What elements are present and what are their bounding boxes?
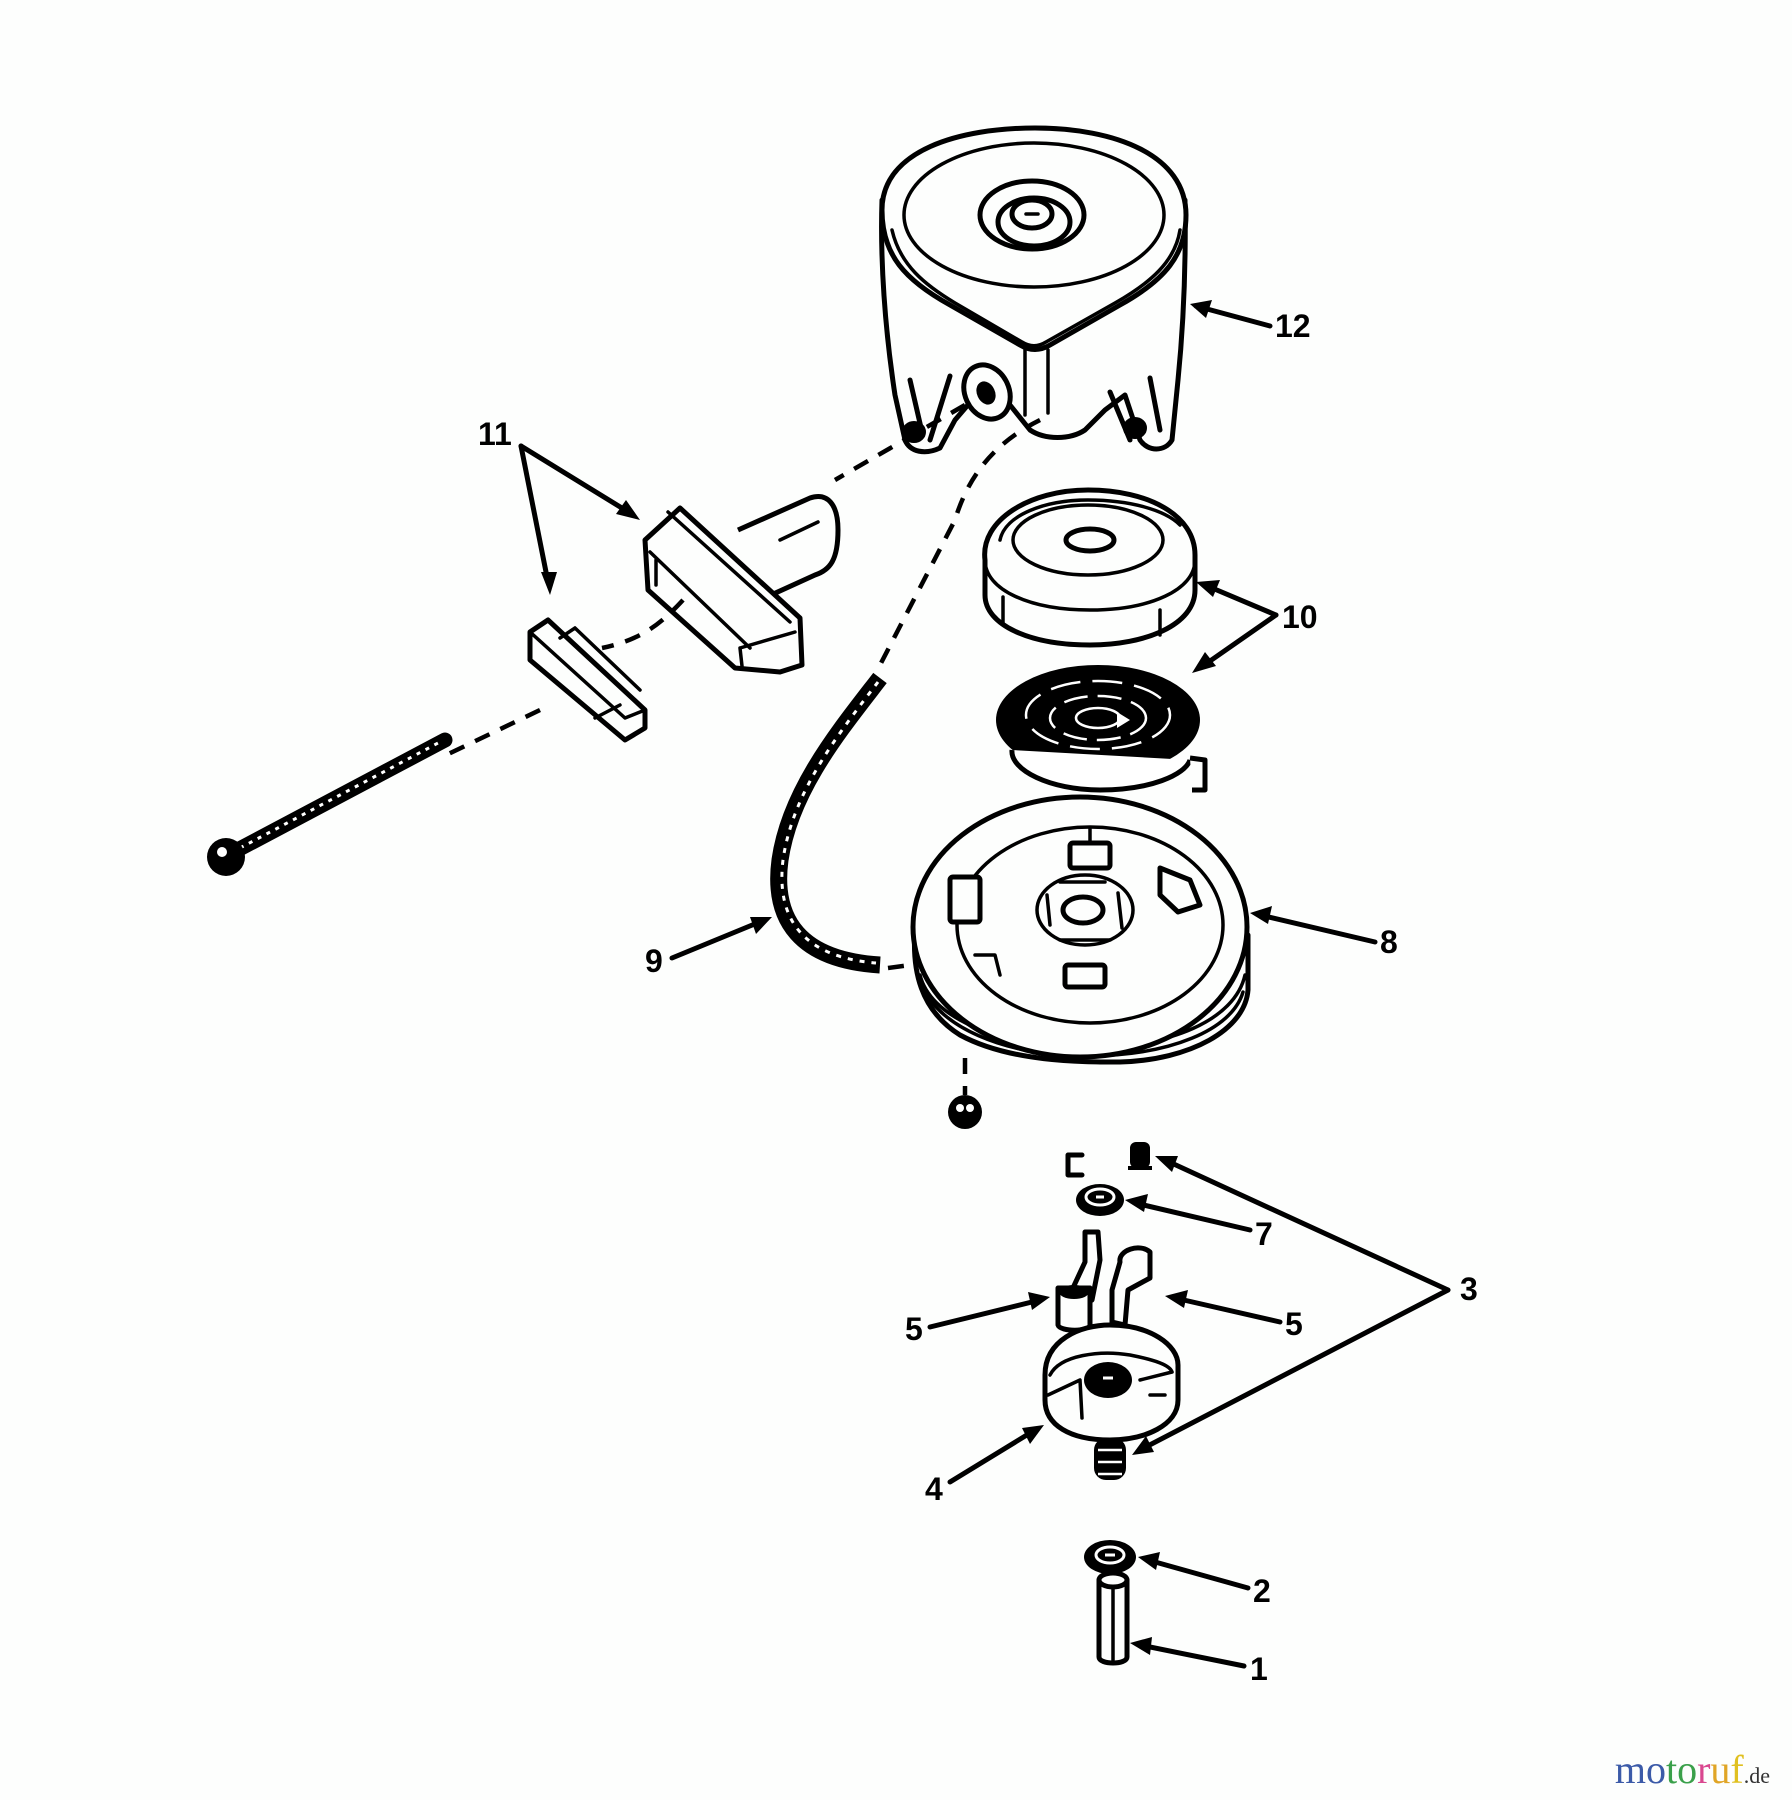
callout-9: 9 — [645, 917, 772, 979]
callout-label-9: 9 — [645, 943, 663, 979]
pin-part-1 — [1096, 1570, 1130, 1666]
watermark-letter: r — [1697, 1747, 1711, 1792]
assembly-guide-line — [887, 962, 911, 971]
assembly-guide-line — [439, 707, 541, 761]
callout-7: 7 — [1125, 1194, 1273, 1252]
washer-part-7 — [1076, 1184, 1124, 1216]
spring-part-3-bottom — [1094, 1438, 1126, 1480]
pawl-right-part-5 — [1109, 1245, 1153, 1328]
callout-4: 4 — [925, 1425, 1044, 1507]
callout-11: 11 — [478, 416, 640, 595]
callout-10: 10 — [1192, 580, 1318, 673]
callout-5-right: 5 — [1165, 1290, 1303, 1342]
callout-label-11: 11 — [478, 416, 512, 452]
callout-label-5-left: 5 — [905, 1311, 923, 1347]
assembly-guide-line — [878, 417, 1042, 667]
watermark-letter: o — [1677, 1747, 1698, 1792]
starter-handle-part-11 — [642, 494, 841, 675]
callout-label-4: 4 — [925, 1471, 943, 1507]
watermark-letter: t — [1665, 1747, 1678, 1792]
callout-2: 2 — [1138, 1552, 1271, 1609]
pulley-part-8 — [910, 794, 1251, 1065]
motoruf-watermark-logo: motoruf.de — [1615, 1750, 1770, 1790]
recoil-spring-part-10 — [996, 665, 1208, 793]
watermark-letter: f — [1730, 1747, 1744, 1792]
callout-3: 3 — [1132, 1156, 1478, 1455]
callout-label-12: 12 — [1275, 308, 1311, 344]
starter-rope-part-9 — [770, 672, 887, 974]
callout-label-2: 2 — [1253, 1573, 1271, 1609]
pawl-left-part-5 — [1055, 1229, 1103, 1333]
pawl-cup-part-4 — [1042, 1322, 1181, 1443]
callout-5-left: 5 — [905, 1292, 1050, 1347]
callout-12: 12 — [1190, 300, 1311, 344]
rope-end-knot — [207, 732, 453, 876]
assembly-guide-line — [833, 403, 967, 482]
assembly-guide-line — [601, 598, 685, 651]
spring-cover-part-10 — [982, 487, 1198, 648]
nut — [948, 1095, 982, 1129]
callout-1: 1 — [1130, 1637, 1268, 1687]
washer-part-2 — [1084, 1540, 1136, 1574]
callout-8: 8 — [1250, 906, 1398, 960]
callout-label-3: 3 — [1460, 1271, 1478, 1307]
callout-label-5-right: 5 — [1285, 1306, 1303, 1342]
watermark-letter: o — [1645, 1747, 1666, 1792]
callout-label-1: 1 — [1250, 1651, 1268, 1687]
watermark-letter: u — [1710, 1747, 1731, 1792]
watermark-letter: m — [1614, 1747, 1646, 1792]
callout-label-7: 7 — [1255, 1216, 1273, 1252]
watermark-suffix: .de — [1743, 1763, 1770, 1788]
starter-housing-part-12 — [879, 125, 1189, 455]
handle-insert-part-11 — [527, 617, 648, 743]
callout-label-10: 10 — [1282, 599, 1318, 635]
callout-label-8: 8 — [1380, 924, 1398, 960]
small-springs-part-3 — [1065, 1142, 1152, 1178]
